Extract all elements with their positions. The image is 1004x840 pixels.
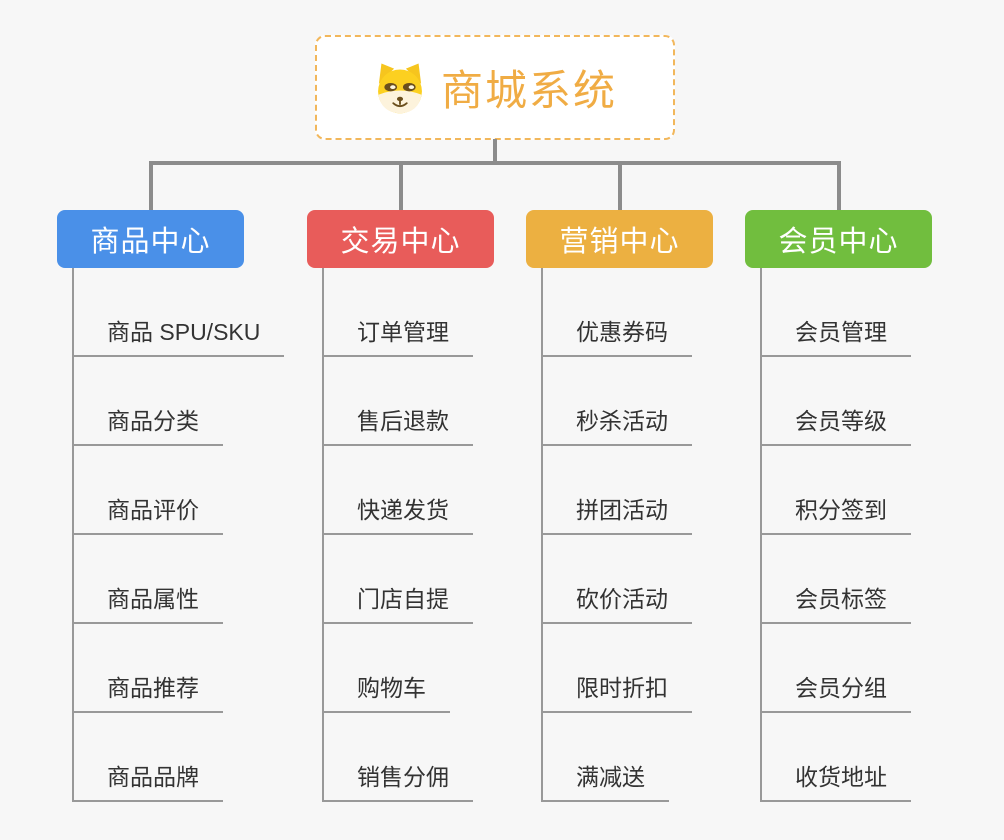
topic-item[interactable]: 拼团活动: [541, 495, 692, 535]
branch-header-label: 商品中心: [90, 226, 211, 258]
branch-header[interactable]: 商品中心: [57, 210, 244, 268]
topic-item[interactable]: 商品推荐: [72, 673, 223, 713]
topic-item[interactable]: 会员等级: [760, 406, 911, 446]
topic-item[interactable]: 门店自提: [322, 584, 473, 624]
root-title: 商城系统: [440, 67, 617, 114]
topic-item[interactable]: 会员标签: [760, 584, 911, 624]
topic-item[interactable]: 商品属性: [72, 584, 223, 624]
branch-header-label: 交易中心: [340, 226, 461, 258]
topic-item[interactable]: 积分签到: [760, 495, 911, 535]
branch-spine-line: [322, 268, 324, 802]
root-stem-line: [493, 139, 497, 165]
branch-spine-line: [541, 268, 543, 802]
topic-item[interactable]: 商品分类: [72, 406, 223, 446]
topic-item[interactable]: 优惠券码: [541, 317, 692, 357]
topic-item[interactable]: 会员分组: [760, 673, 911, 713]
root-node[interactable]: 商城系统: [315, 35, 675, 140]
topic-item[interactable]: 会员管理: [760, 317, 911, 357]
topic-item[interactable]: 销售分佣: [322, 762, 473, 802]
branch-header[interactable]: 交易中心: [307, 210, 494, 268]
topic-item[interactable]: 商品评价: [72, 495, 223, 535]
branch-bus-line: [148, 161, 841, 165]
branch-spine-line: [760, 268, 762, 802]
branch-drop-line: [148, 161, 153, 212]
branch-spine-line: [72, 268, 74, 802]
branch-drop-line: [398, 161, 403, 212]
topic-item[interactable]: 秒杀活动: [541, 406, 692, 446]
topic-item[interactable]: 商品 SPU/SKU: [72, 317, 285, 357]
branch-header[interactable]: 会员中心: [745, 210, 932, 268]
topic-item[interactable]: 限时折扣: [541, 673, 692, 713]
topic-item[interactable]: 砍价活动: [541, 584, 692, 624]
branch-drop-line: [836, 161, 841, 212]
topic-item[interactable]: 商品品牌: [72, 762, 223, 802]
topic-item[interactable]: 订单管理: [322, 317, 473, 357]
branch-drop-line: [617, 161, 622, 212]
topic-item[interactable]: 售后退款: [322, 406, 473, 446]
branch-header[interactable]: 营销中心: [526, 210, 713, 268]
topic-item[interactable]: 快递发货: [322, 495, 473, 535]
branch-header-label: 营销中心: [559, 226, 680, 258]
topic-item[interactable]: 满减送: [541, 762, 669, 802]
branch-header-label: 会员中心: [778, 226, 899, 258]
dog-face-icon: [373, 61, 427, 115]
topic-item[interactable]: 购物车: [322, 673, 450, 713]
topic-item[interactable]: 收货地址: [760, 762, 911, 802]
